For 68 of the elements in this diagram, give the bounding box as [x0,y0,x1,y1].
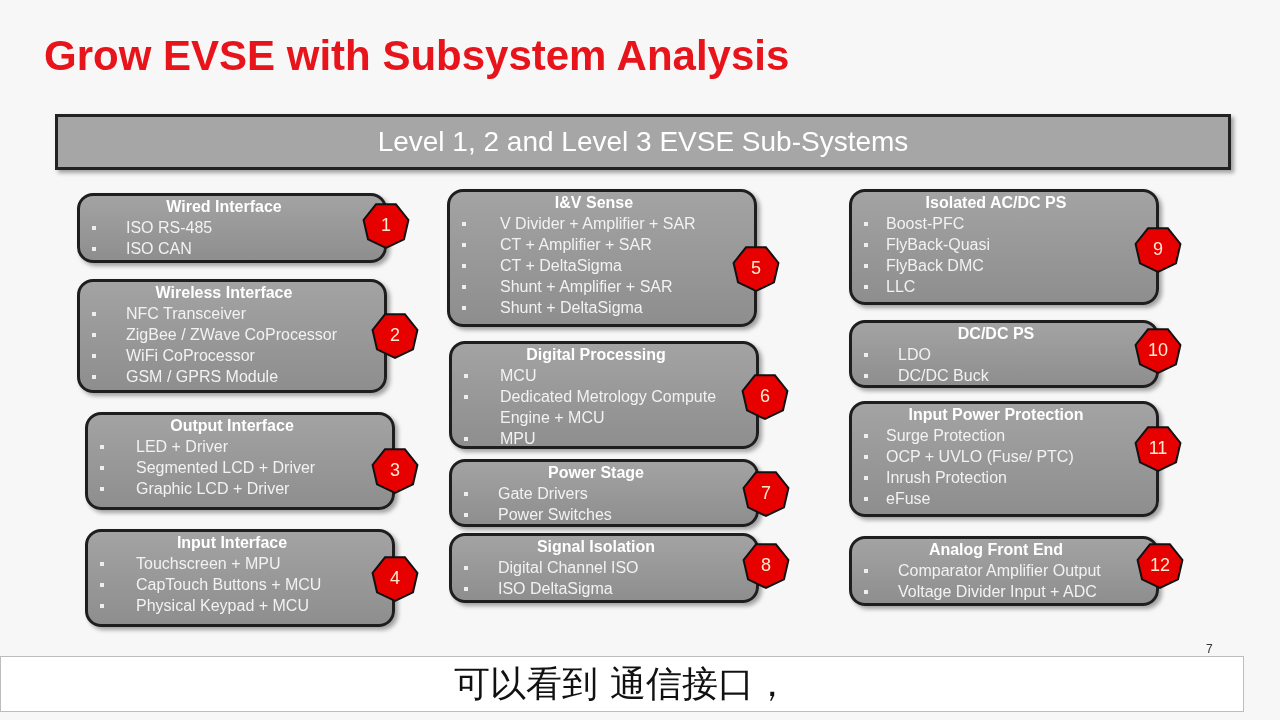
banner-box [55,114,1231,170]
list-item: MPU [500,429,537,449]
list-item: NFC Transceiver [126,304,248,324]
subtitle-text: 可以看到 通信接口， [454,662,790,706]
number-badge: 10 [1133,325,1183,375]
banner-title: Level 1, 2 and Level 3 EVSE Sub-Systems [377,125,909,159]
list-item: LED + Driver [136,437,230,457]
list-item: CT + DeltaSigma [500,256,623,276]
list-item: eFuse [886,489,932,509]
number-badge: 6 [740,371,790,421]
list-item: FlyBack-Quasi [886,235,992,255]
list-item: CT + Amplifier + SAR [500,235,653,255]
list-item: Physical Keypad + MCU [136,596,310,616]
number-badge: 11 [1133,423,1183,473]
subsystem-box [449,459,759,527]
number-badge: 8 [741,540,791,590]
list-item: ISO CAN [126,239,193,259]
list-item: Voltage Divider Input + ADC [898,582,1098,602]
list-item: Boost-PFC [886,214,966,234]
list-item: Gate Drivers [498,484,589,504]
box-heading: Wired Interface [165,197,283,217]
box-heading: Power Stage [547,463,645,483]
list-item: Dedicated Metrology Compute Engine + MCU [500,387,718,428]
number-badge: 3 [370,445,420,495]
list-item: Power Switches [498,505,613,525]
subsystem-box [449,533,759,603]
box-heading: Wireless Interface [154,283,294,303]
list-item: DC/DC Buck [898,366,990,386]
list-item: Shunt + DeltaSigma [500,298,644,318]
list-item: OCP + UVLO (Fuse/ PTC) [886,447,1075,467]
number-badge: 7 [741,468,791,518]
list-item: Digital Channel ISO [498,558,640,578]
list-item: Segmented LCD + Driver [136,458,317,478]
list-item: Inrush Protection [886,468,1008,488]
box-heading: I&V Sense [553,193,635,213]
box-heading: Input Interface [175,533,289,553]
list-item: Comparator Amplifier Output [898,561,1102,581]
list-item: LLC [886,277,917,297]
list-item: ISO DeltaSigma [498,579,614,599]
box-heading: Input Power Protection [907,405,1085,425]
number-badge: 2 [370,310,420,360]
slide-title: Grow EVSE with Subsystem Analysis [44,31,790,81]
list-item: ZigBee / ZWave CoProcessor [126,325,339,345]
list-item: ISO RS-485 [126,218,214,238]
box-heading: Isolated AC/DC PS [924,193,1068,213]
number-badge: 1 [361,200,411,250]
list-item: WiFi CoProcessor [126,346,256,366]
list-item: GSM / GPRS Module [126,367,280,387]
number-badge: 4 [370,553,420,603]
subsystem-box [449,341,759,449]
box-heading: Signal Isolation [535,537,657,557]
list-item: CapTouch Buttons + MCU [136,575,323,595]
number-badge: 5 [731,243,781,293]
number-badge: 9 [1133,224,1183,274]
number-badge: 12 [1135,540,1185,590]
list-item: V Divider + Amplifier + SAR [500,214,697,234]
list-item: Shunt + Amplifier + SAR [500,277,674,297]
box-heading: Analog Front End [927,540,1065,560]
box-heading: Digital Processing [525,345,667,365]
list-item: Touchscreen + MPU [136,554,282,574]
box-heading: Output Interface [169,416,295,436]
list-item: FlyBack DMC [886,256,985,276]
list-item: MCU [500,366,538,386]
subsystem-box [77,279,387,393]
list-item: Graphic LCD + Driver [136,479,291,499]
list-item: Surge Protection [886,426,1007,446]
box-heading: DC/DC PS [956,324,1036,344]
page-number: 7 [1206,641,1213,658]
